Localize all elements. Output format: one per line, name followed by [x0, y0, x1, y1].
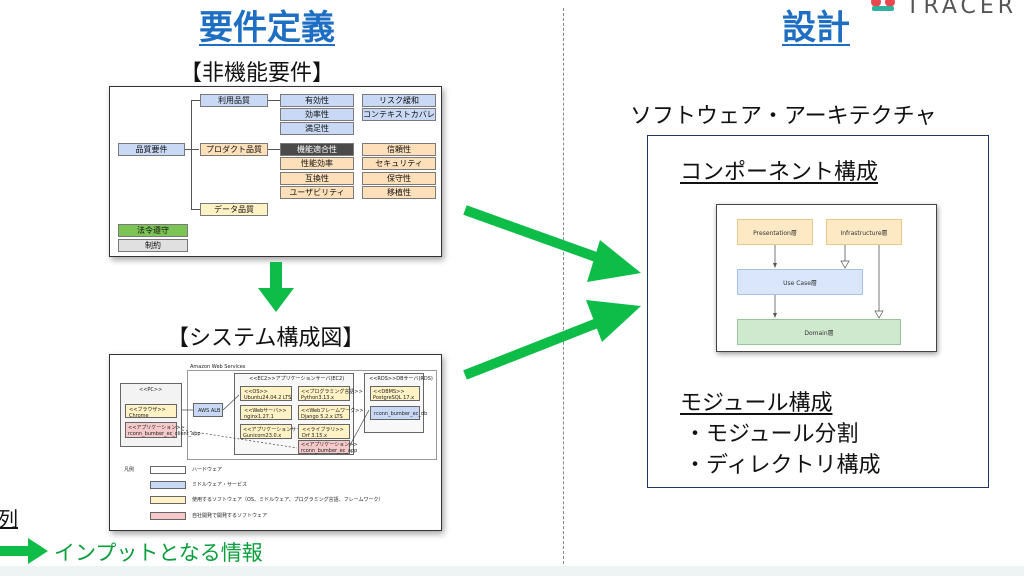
nfr-product-item: 保守性 [362, 172, 436, 185]
alb-label: AWS ALB [198, 408, 221, 414]
aws-frame [187, 370, 437, 460]
pc-item: <<アプリケーション>> rconn_bumber_ec_client_app [128, 425, 201, 437]
ec2-item: <<Webフレームワーク>> Django 5.2.x LTS [301, 408, 364, 420]
legend-item: ミドルウェア・サービス [192, 482, 248, 488]
system-diagram: Amazon Web Services <<PC>> <<ブラウザ>> Chro… [109, 354, 442, 531]
nfr-product-item: 信頼性 [362, 143, 436, 156]
ec2-item: <<アプリケーションサーバ>> Gunicorn23.0.x [243, 427, 315, 439]
module-item: ・ディレクトリ構成 [684, 453, 881, 478]
pc-item: <<ブラウザ>> Chrome [129, 407, 166, 419]
legend-item: ハードウェア [192, 467, 223, 473]
infrastructure-layer: Infrastructure層 [826, 219, 902, 245]
component-heading: コンポーネント構成 [680, 160, 879, 185]
legend-arrow-icon [0, 538, 48, 564]
flow-arrows [463, 205, 641, 380]
domain-layer: Domain層 [737, 319, 901, 345]
nfr-usage-item: コンテキストカバレージ [362, 108, 436, 121]
ec2-item: <<Webサーバ>> nginx1.27.1 [244, 408, 287, 420]
pc-title: <<PC>> [139, 387, 163, 393]
ec2-title: <<EC2>>アプリケーションサーバ(EC2) [249, 376, 345, 382]
system-heading: 【システム構成図】 [167, 326, 365, 351]
db-box: <<RDS>>DBサーバ(RDS) <<DBMS>> PostgreSQL 17… [364, 373, 433, 433]
nfr-product-item: 移植性 [362, 186, 436, 199]
ec2-box: <<EC2>>アプリケーションサーバ(EC2) <<OS>> Ubuntu24.… [234, 373, 364, 455]
nfr-product-item: 機能適合性 [280, 143, 354, 156]
nfr-product-item: 互換性 [280, 172, 354, 185]
ec2-item: <<アプリケーション>> rconn_bumber_ec_app [301, 442, 358, 454]
nfr-data-quality: データ品質 [200, 203, 268, 216]
brand-name: TRACER [906, 0, 1018, 19]
lower-arrow-icon [463, 300, 641, 380]
nfr-usage-item: リスク緩和 [362, 94, 436, 107]
db-title: <<RDS>>DBサーバ(RDS) [369, 376, 433, 382]
legend-title: 凡例 [124, 467, 135, 473]
nfr-usage-item: 満足性 [280, 122, 354, 135]
nfr-constraint: 制約 [118, 239, 188, 252]
ec2-item: <<ライブラリ>> Drf 3.15.x [302, 427, 344, 439]
ec2-item: <<プログラミング言語>> Python3.13.x [301, 389, 363, 401]
module-heading: モジュール構成 [680, 391, 833, 416]
nfr-product-quality: プロダクト品質 [200, 143, 268, 156]
legend-partial-label: 列 [0, 507, 18, 531]
aws-title: Amazon Web Services [190, 364, 246, 370]
design-title: 設計 [782, 8, 850, 48]
upper-arrow-icon [463, 205, 641, 282]
nfr-root: 品質要件 [118, 143, 185, 156]
footer-bar [0, 566, 1024, 576]
system-connectors [181, 394, 370, 449]
db-item: <<DBMS>> PostgreSQL 17.x [373, 389, 415, 401]
legend-item: 使用するソフトウェア（OS、ミドルウェア、プログラミング言語、フレームワーク） [192, 497, 384, 503]
legend-item: 自社開発で開発するソフトウェア [192, 513, 268, 519]
brand-logo-icon [868, 0, 898, 18]
architecture-label: ソフトウェア・アーキテクチャ [630, 104, 937, 129]
db-item: rconn_bumber_ec_db [374, 411, 428, 417]
requirements-title: 要件定義 [199, 8, 335, 48]
layer-dependencies [773, 245, 884, 319]
ec2-item: <<OS>> Ubuntu24.04.2 LTS [244, 389, 292, 401]
pc-box: <<PC>> <<ブラウザ>> Chrome <<アプリケーション>> rcon… [120, 383, 201, 447]
usecase-layer: Use Case層 [737, 269, 863, 295]
legend-input-label: インプットとなる情報 [54, 541, 263, 565]
module-item: ・モジュール分割 [684, 422, 859, 447]
nfr-usage-item: 効率性 [280, 108, 354, 121]
nfr-product-item: 性能効率 [280, 157, 354, 170]
nfr-heading: 【非機能要件】 [180, 61, 335, 86]
nfr-diagram: 品質要件 利用品質 プロダクト品質 データ品質 有効性 効率性 満足性 リスク緩… [109, 86, 442, 257]
nfr-product-item: ユーザビリティ [280, 186, 354, 199]
nfr-usage-quality: 利用品質 [200, 94, 268, 107]
down-arrow-icon [258, 262, 294, 316]
presentation-layer: Presentation層 [737, 219, 813, 245]
component-diagram: Presentation層 Infrastructure層 Use Case層 … [716, 204, 937, 352]
section-divider [563, 8, 564, 564]
nfr-law: 法令遵守 [118, 224, 188, 237]
nfr-product-item: セキュリティ [362, 157, 436, 170]
nfr-usage-item: 有効性 [280, 94, 354, 107]
